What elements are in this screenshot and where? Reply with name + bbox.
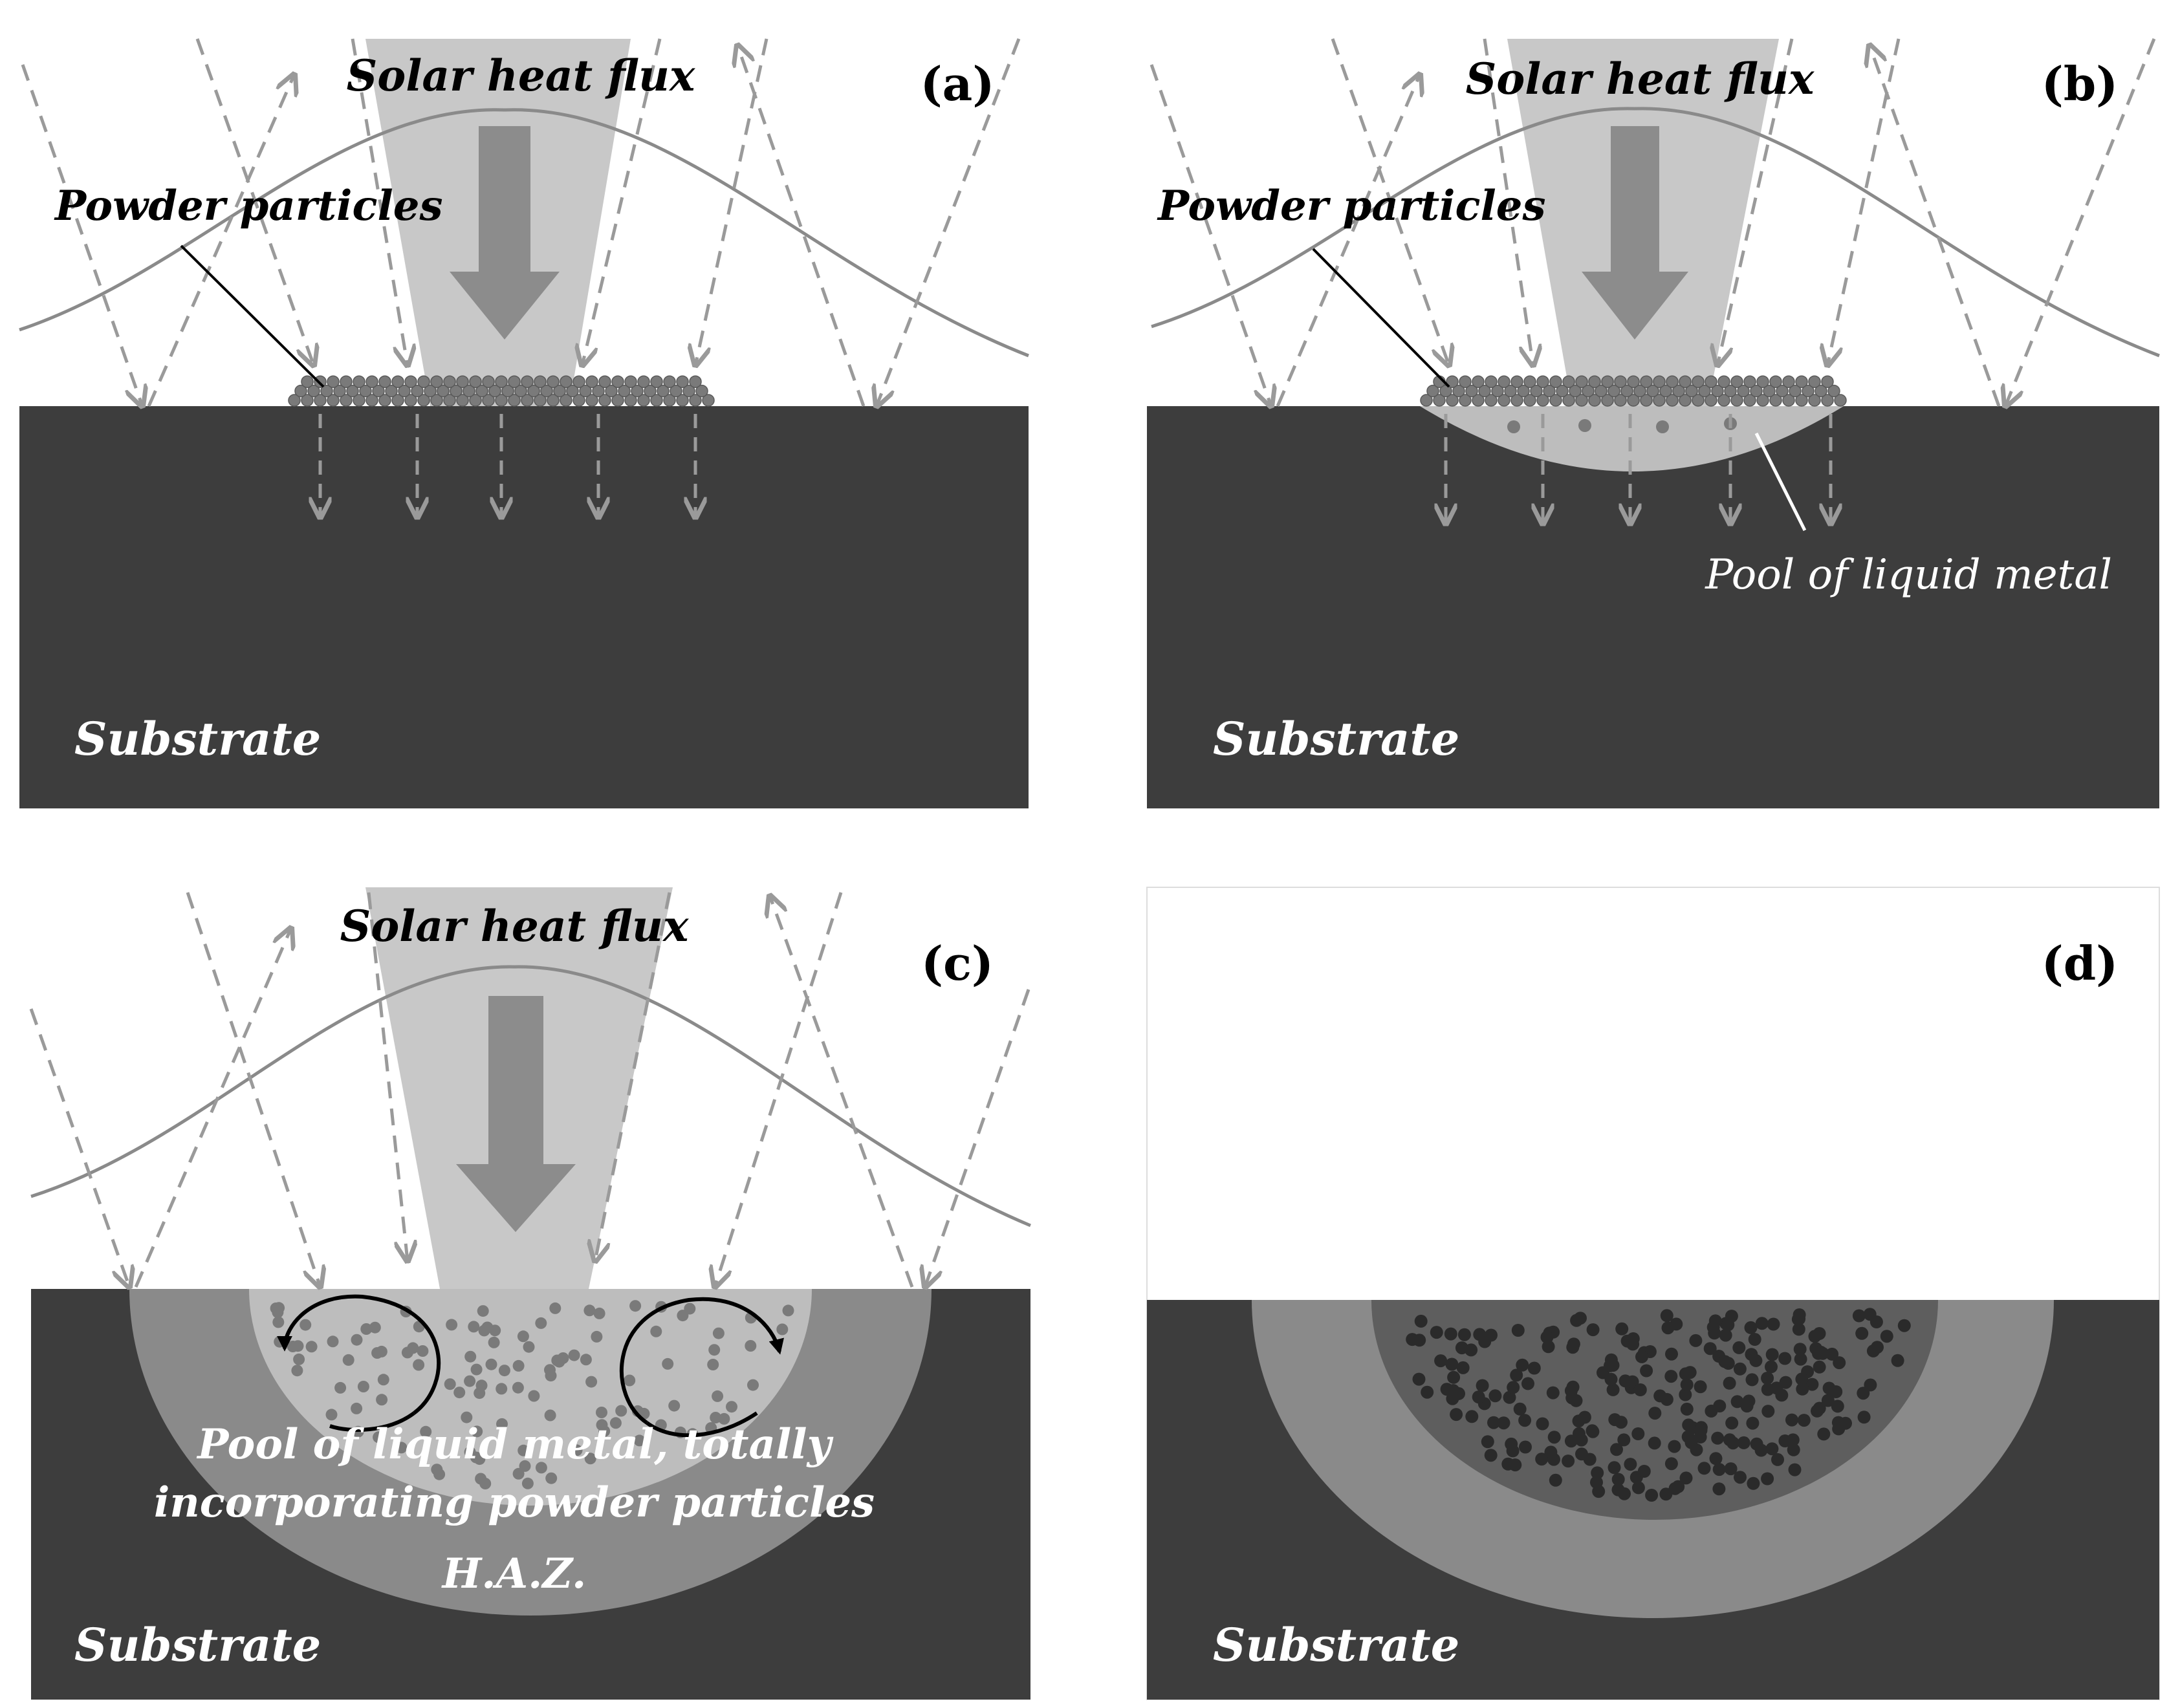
incident-rays [1150, 38, 2156, 406]
substrate-block [1147, 406, 2159, 808]
reflected-rays [1276, 45, 2001, 407]
powder-leader-line [180, 244, 325, 388]
panel-d: (d) Substrate [1146, 887, 2160, 1700]
panel-label: (c) [921, 936, 994, 991]
haz-label: H.A.Z. [441, 1550, 587, 1598]
substrate-label: Substrate [74, 1618, 321, 1672]
substrate-label: Substrate [1213, 712, 1459, 766]
panel-c: Solar heat flux (c) Pool of liquid metal… [29, 887, 1031, 1700]
reflected-rays [147, 45, 866, 407]
heat-flux-arrow [450, 126, 560, 340]
pool-particles [1507, 417, 1737, 433]
pool-label: Pool of liquid metal [1705, 551, 2112, 599]
circulation-arrow-right [619, 1297, 784, 1425]
powder-bed [1420, 375, 1847, 407]
heat-flux-label: Solar heat flux [340, 901, 689, 951]
powder-leader-line [1312, 248, 1450, 388]
gaussian-flux-curve [1151, 107, 2160, 358]
panel-label: (b) [2042, 56, 2118, 111]
pool-label-line1: Pool of liquid metal, totally [196, 1420, 833, 1469]
pool-label-line2: incorporating powder particles [154, 1478, 875, 1527]
panel-b: Solar heat flux (b) Powder particles Poo… [1147, 38, 2160, 808]
conduction-arrows [1446, 414, 1831, 524]
conduction-arrows [320, 414, 695, 517]
heat-flux-label: Solar heat flux [1466, 54, 1815, 104]
heat-flux-arrow [1582, 126, 1688, 340]
panel-label: (d) [2042, 936, 2118, 991]
substrate-label: Substrate [74, 712, 321, 766]
solidified-particles [1406, 1308, 1911, 1502]
powder-bed [288, 375, 715, 407]
circulation-arrow-left [277, 1294, 441, 1415]
panel-label: (a) [921, 56, 995, 111]
circulation-arrow-right-lower [646, 1411, 758, 1438]
gaussian-flux-curve [30, 965, 1031, 1227]
incident-rays [29, 892, 1030, 1287]
panel-a: Solar heat flux (a) Powder particles Sub… [19, 38, 1029, 808]
powder-label: Powder particles [54, 182, 443, 230]
heat-flux-label: Solar heat flux [347, 50, 695, 101]
reflected-rays [134, 896, 914, 1288]
heat-flux-arrow [456, 996, 576, 1232]
pool-leader-line [1754, 432, 1807, 532]
circulation-arrow-left-lower [329, 1411, 415, 1432]
substrate-block [19, 406, 1029, 808]
powder-label: Powder particles [1157, 182, 1546, 230]
pool-particles [270, 1300, 794, 1489]
substrate-label: Substrate [1213, 1618, 1459, 1672]
